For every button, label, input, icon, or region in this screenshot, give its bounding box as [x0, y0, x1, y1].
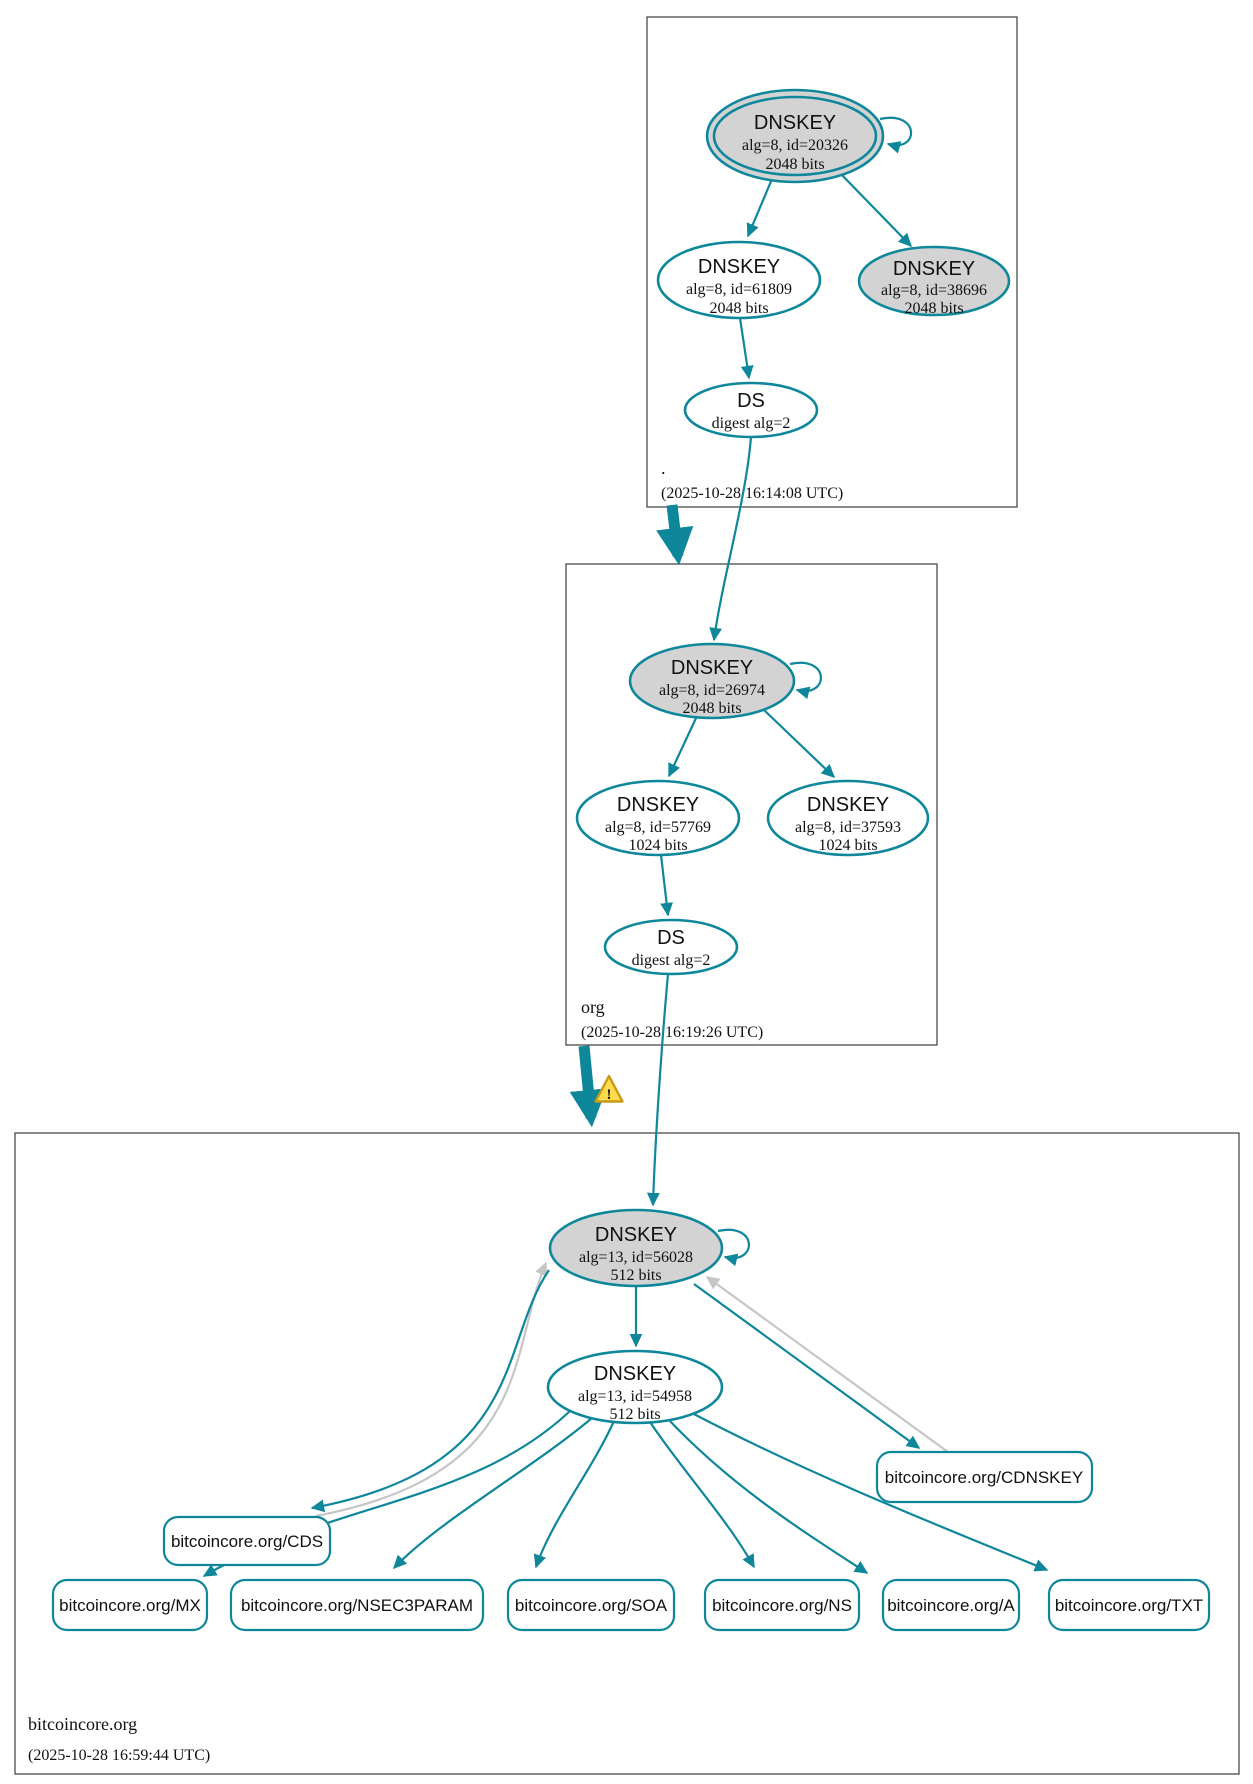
- rrset-soa-label: bitcoincore.org/SOA: [515, 1596, 668, 1615]
- root-ksk-node-inner: [712, 95, 878, 177]
- edge-bc-zsk-to-nsec3param: [393, 1417, 593, 1570]
- root-ksk-bits: 2048 bits: [765, 156, 824, 173]
- org-key37593-alg: alg=8, id=37593: [795, 819, 901, 836]
- edge-org-ksk-to-key37593: [763, 709, 836, 778]
- edge-root-ksk-to-key38696: [837, 170, 912, 248]
- rrset-soa[interactable]: [506, 1578, 676, 1632]
- bitcoincore-zone-box: [14, 1132, 1240, 1775]
- edge-bc-zsk-to-soa: [533, 1420, 616, 1569]
- root-key38696-title: DNSKEY: [893, 258, 975, 280]
- root-key38696-alg: alg=8, id=38696: [881, 282, 987, 299]
- edge-org-zsk-to-ds: [659, 854, 673, 917]
- bitcoincore-zone-label: bitcoincore.org: [28, 1714, 137, 1734]
- org-key37593-bits: 1024 bits: [818, 837, 877, 854]
- bitcoincore-zsk-title: DNSKEY: [594, 1363, 676, 1385]
- root-zone-timestamp: (2025-10-28 16:14:08 UTC): [661, 485, 843, 502]
- rrset-ns-label: bitcoincore.org/NS: [712, 1596, 852, 1615]
- org-zsk57769-node[interactable]: [575, 779, 741, 857]
- root-key38696-node[interactable]: [857, 245, 1011, 317]
- org-zone-label: org: [581, 997, 605, 1017]
- bitcoincore-ksk-bits: 512 bits: [610, 1267, 661, 1284]
- rrset-cds-label: bitcoincore.org/CDS: [171, 1532, 323, 1551]
- edge-cdnskey-to-ksk-gray: [705, 1276, 949, 1453]
- edge-bc-ksk-self-loop: [717, 1228, 750, 1267]
- root-zsk-title: DNSKEY: [698, 256, 780, 278]
- edge-root-to-org-delegation: [656, 504, 694, 566]
- rrset-mx-label: bitcoincore.org/MX: [59, 1596, 201, 1615]
- root-ksk-node-outer[interactable]: [705, 88, 885, 184]
- edge-root-ksk-to-zsk: [746, 178, 774, 238]
- root-ds-title: DS: [737, 390, 765, 412]
- edge-root-ds-to-org-ksk: [709, 436, 753, 642]
- org-ds-node[interactable]: [603, 918, 739, 976]
- edge-org-to-bitcoincore-delegation: [569, 1045, 607, 1128]
- org-zsk57769-bits: 1024 bits: [628, 837, 687, 854]
- bitcoincore-zsk-alg: alg=13, id=54958: [578, 1388, 692, 1405]
- org-ksk-bits: 2048 bits: [682, 700, 741, 717]
- rrset-txt[interactable]: [1047, 1578, 1211, 1632]
- warning-icon: [594, 1074, 624, 1103]
- edge-org-ksk-to-zsk57769: [668, 715, 698, 778]
- edge-org-ds-to-bitcoincore-ksk: [646, 973, 670, 1207]
- org-ksk-title: DNSKEY: [671, 657, 753, 679]
- rrset-txt-label: bitcoincore.org/TXT: [1055, 1596, 1203, 1615]
- rrset-cdnskey-label: bitcoincore.org/CDNSKEY: [885, 1468, 1083, 1487]
- root-ksk-alg: alg=8, id=20326: [742, 137, 848, 154]
- rrset-cds[interactable]: [162, 1515, 332, 1567]
- rrset-ns[interactable]: [703, 1578, 861, 1632]
- root-zone-box: [646, 16, 1018, 508]
- root-ksk-title: DNSKEY: [754, 112, 836, 134]
- edge-org-ksk-self-loop: [789, 661, 822, 700]
- edge-root-ksk-self-loop: [879, 116, 913, 154]
- root-ds-node[interactable]: [683, 381, 819, 439]
- root-zone-label: .: [661, 458, 666, 478]
- edge-bc-zsk-to-txt: [689, 1411, 1049, 1572]
- org-key37593-title: DNSKEY: [807, 794, 889, 816]
- root-ds-digest: digest alg=2: [712, 415, 791, 432]
- root-zsk-bits: 2048 bits: [709, 300, 768, 317]
- bitcoincore-ksk-node[interactable]: [548, 1208, 724, 1288]
- bitcoincore-zone-timestamp: (2025-10-28 16:59:44 UTC): [28, 1747, 210, 1764]
- root-zsk-node[interactable]: [656, 240, 822, 320]
- edge-bc-zsk-to-ns: [649, 1421, 755, 1569]
- org-zone-timestamp: (2025-10-28 16:19:26 UTC): [581, 1024, 763, 1041]
- rrset-nsec3param[interactable]: [229, 1578, 485, 1632]
- org-ds-title: DS: [657, 927, 685, 949]
- org-key37593-node[interactable]: [766, 779, 930, 857]
- root-zsk-alg: alg=8, id=61809: [686, 281, 792, 298]
- edge-bc-ksk-to-cdnskey: [693, 1283, 921, 1449]
- bitcoincore-zsk-bits: 512 bits: [609, 1406, 660, 1423]
- org-zsk57769-title: DNSKEY: [617, 794, 699, 816]
- edge-bc-zsk-to-a: [667, 1418, 869, 1574]
- rrset-a-label: bitcoincore.org/A: [887, 1596, 1015, 1615]
- rrset-a[interactable]: [881, 1578, 1021, 1632]
- rrset-nsec3param-label: bitcoincore.org/NSEC3PARAM: [241, 1596, 473, 1615]
- warning-icon-glyph: !: [607, 1087, 612, 1103]
- edge-bc-ksk-to-cds: [310, 1269, 550, 1513]
- org-ksk-alg: alg=8, id=26974: [659, 682, 765, 699]
- root-key38696-bits: 2048 bits: [904, 300, 963, 317]
- rrset-cdnskey[interactable]: [875, 1450, 1094, 1504]
- bitcoincore-ksk-alg: alg=13, id=56028: [579, 1249, 693, 1266]
- org-ksk-node[interactable]: [628, 642, 796, 720]
- org-ds-digest: digest alg=2: [632, 952, 711, 969]
- edge-root-zsk-to-ds: [738, 317, 754, 380]
- rrset-mx[interactable]: [51, 1578, 209, 1632]
- bitcoincore-zsk-node[interactable]: [546, 1349, 724, 1425]
- bitcoincore-ksk-title: DNSKEY: [595, 1224, 677, 1246]
- org-zsk57769-alg: alg=8, id=57769: [605, 819, 711, 836]
- org-zone-box: [565, 563, 938, 1046]
